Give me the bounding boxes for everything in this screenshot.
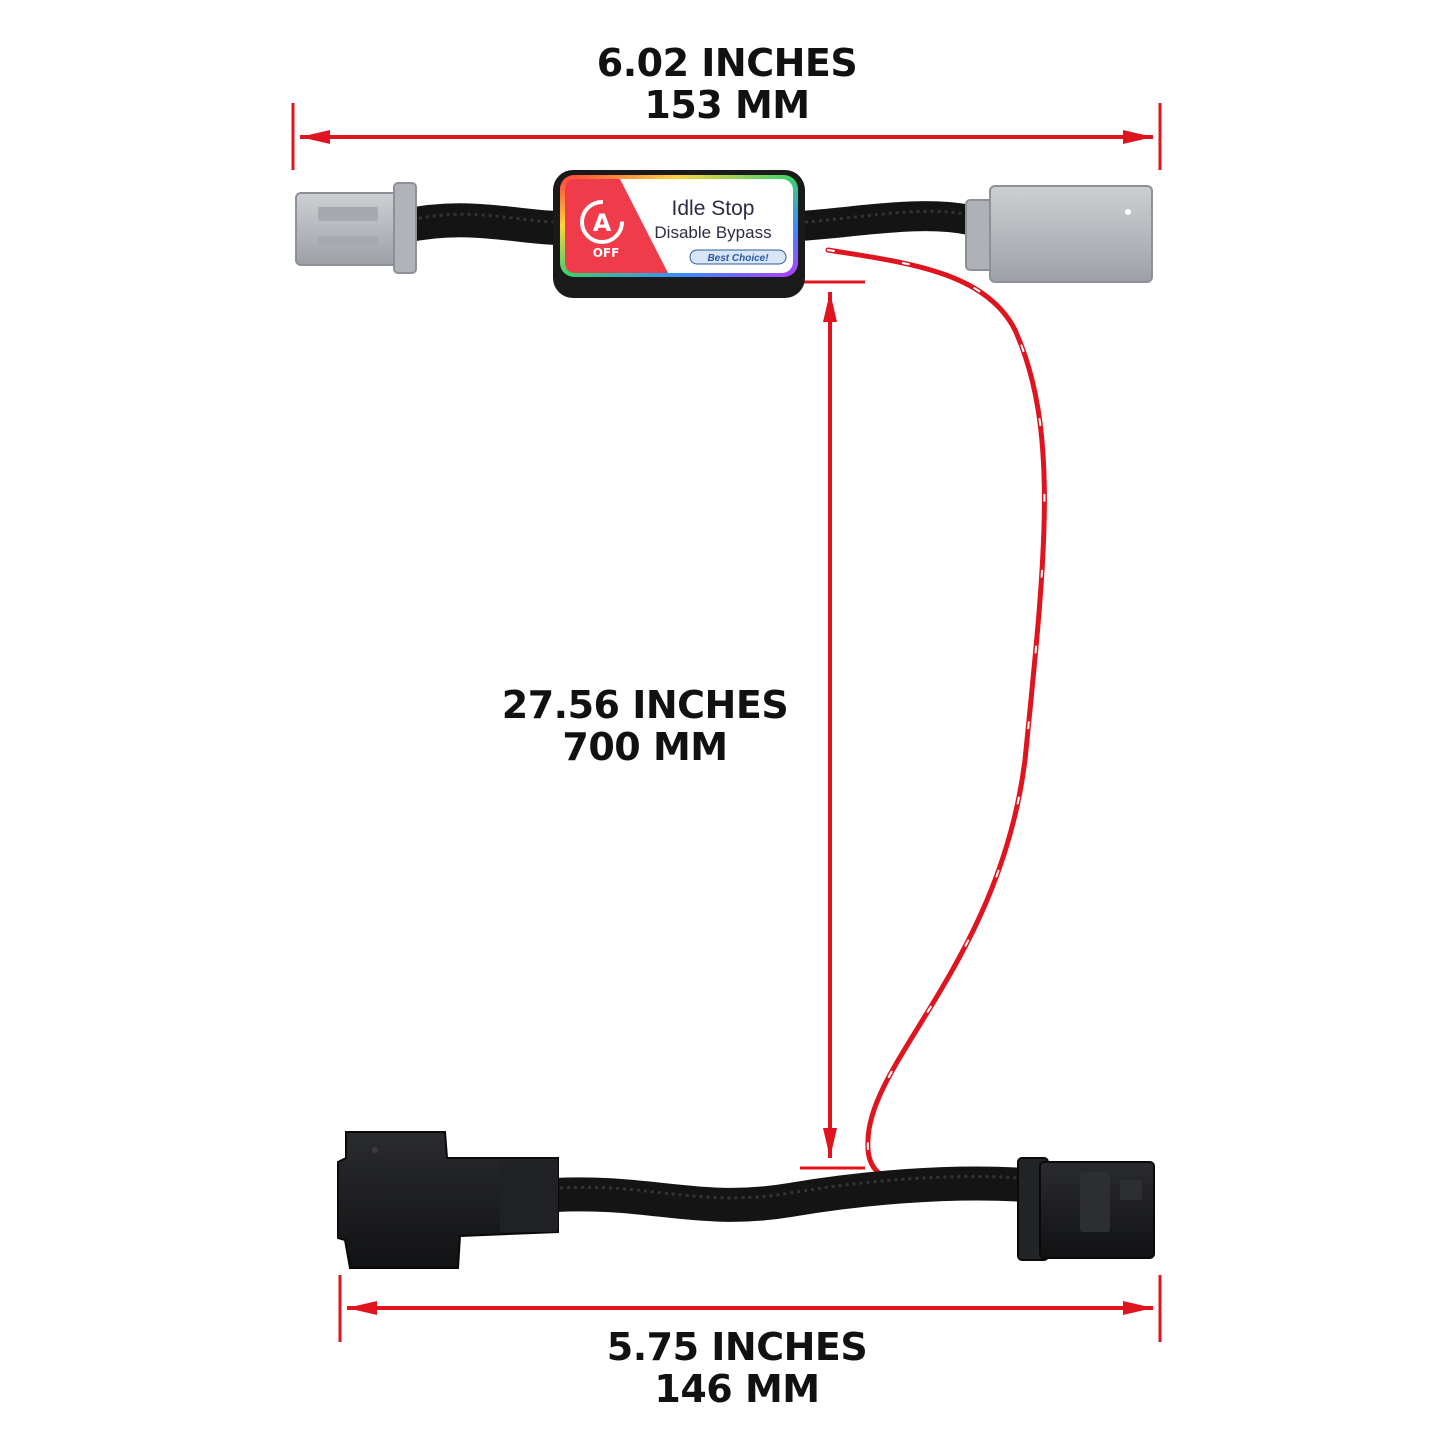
bottom-left-black-connector (337, 1131, 559, 1269)
top-cable-left-braid (411, 212, 559, 224)
cable-length-label: 27.56 INCHES 700 MM (440, 684, 850, 768)
top-width-dimension (291, 103, 1162, 170)
bottom-right-connector-latch (1080, 1172, 1110, 1232)
top-left-connector-latch (318, 207, 378, 221)
module-badge-text: Best Choice! (707, 253, 769, 264)
module-red-panel (565, 179, 668, 273)
bottom-harness (337, 1131, 1155, 1269)
top-right-connector-pin (1125, 209, 1131, 215)
cable-length-inches: 27.56 INCHES (501, 683, 789, 727)
top-left-connector-body (295, 192, 399, 266)
top-right-gray-connector (965, 185, 1153, 283)
top-width-mm: 153 MM (644, 83, 810, 127)
bottom-width-mm: 146 MM (654, 1367, 820, 1411)
cable-length-mm: 700 MM (562, 725, 728, 769)
bottom-width-label: 5.75 INCHES 146 MM (537, 1326, 937, 1410)
cable-length-dimension (800, 280, 865, 1170)
top-width-label: 6.02 INCHES 153 MM (527, 42, 927, 126)
top-harness: A OFF Idle Stop Disable Bypass Best Choi… (295, 170, 1153, 298)
top-left-connector-slot (318, 236, 378, 246)
bottom-width-dimension (338, 1275, 1162, 1342)
top-cable-left (388, 203, 577, 245)
signal-wire-red (825, 247, 1047, 1188)
signal-wire-white-stripe (827, 249, 1046, 1186)
module-title-line2: Disable Bypass (654, 223, 771, 242)
bottom-cable (538, 1166, 1042, 1222)
signal-wire (825, 247, 1047, 1188)
module-title-line1: Idle Stop (672, 197, 755, 220)
auto-stop-letter: A (593, 209, 612, 237)
bottom-right-black-connector (1017, 1157, 1155, 1261)
top-left-connector-collar (393, 182, 417, 274)
auto-stop-off-text: OFF (593, 246, 620, 260)
auto-stop-off-icon: A OFF (580, 200, 624, 260)
top-right-connector-body (989, 185, 1153, 283)
bottom-left-connector-rear (500, 1160, 558, 1232)
bottom-right-connector-window (1120, 1180, 1142, 1200)
top-left-gray-connector (295, 182, 417, 274)
top-cable-right (785, 201, 985, 241)
bottom-width-inches: 5.75 INCHES (606, 1325, 868, 1369)
auto-stop-arrow-ring (580, 200, 624, 244)
bypass-module: A OFF Idle Stop Disable Bypass Best Choi… (553, 170, 805, 298)
bottom-left-connector-hole (372, 1147, 378, 1153)
top-width-inches: 6.02 INCHES (596, 41, 858, 85)
top-cable-right-braid (804, 209, 966, 224)
module-badge (689, 249, 787, 265)
